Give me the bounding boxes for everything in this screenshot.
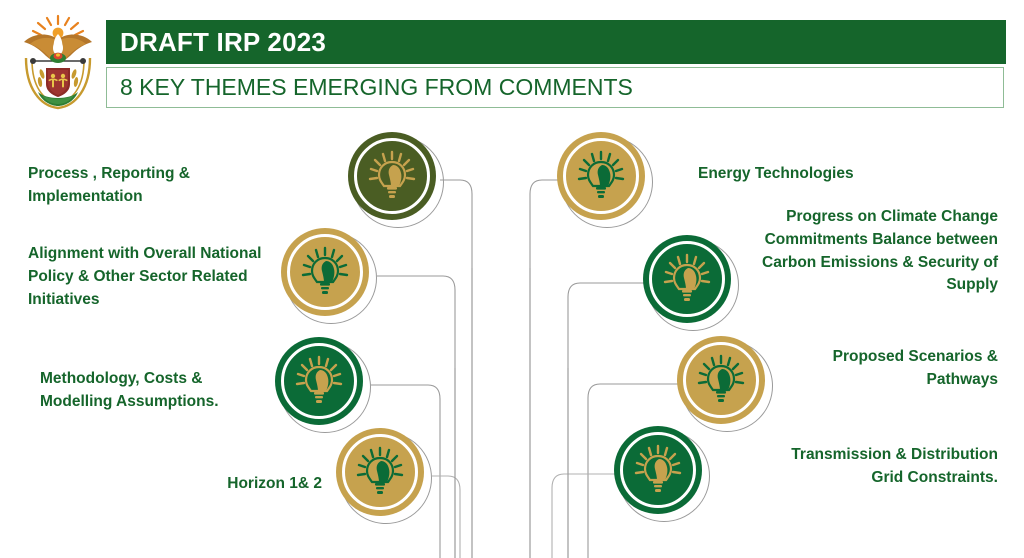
label-progress-climate-change: Progress on Climate Change Commitments B… <box>762 208 998 294</box>
connector-lines <box>371 179 681 558</box>
node-disc <box>643 235 731 323</box>
lightbulb-icon <box>577 150 625 198</box>
lightbulb-icon <box>301 246 349 294</box>
theme-node-energy-technologies[interactable] <box>557 132 653 228</box>
label-alignment-national-policy: Alignment with Overall National Policy &… <box>28 245 262 308</box>
label-transmission-distribution-grid: Transmission & Distribution Grid Constra… <box>791 446 998 486</box>
theme-node-alignment-policy[interactable] <box>281 228 377 324</box>
lightbulb-icon <box>634 444 682 492</box>
lightbulb-icon <box>663 253 711 301</box>
theme-node-process-reporting[interactable] <box>348 132 444 228</box>
lightbulb-icon <box>368 150 416 198</box>
theme-node-methodology-costs[interactable] <box>275 337 371 433</box>
south-african-coat-of-arms-icon <box>12 14 104 112</box>
node-disc <box>336 428 424 516</box>
node-inner-ring <box>563 138 639 214</box>
node-disc <box>275 337 363 425</box>
label-energy-technologies: Energy Technologies <box>698 165 854 182</box>
lightbulb-icon <box>697 354 745 402</box>
themes-diagram: Process , Reporting & Implementation Ali… <box>0 118 1024 558</box>
node-disc <box>348 132 436 220</box>
theme-node-horizon-1-2[interactable] <box>336 428 432 524</box>
theme-node-climate-change[interactable] <box>643 235 739 331</box>
page-subtitle: 8 KEY THEMES EMERGING FROM COMMENTS <box>120 74 633 100</box>
node-inner-ring <box>287 234 363 310</box>
lightbulb-icon <box>356 446 404 494</box>
node-inner-ring <box>354 138 430 214</box>
node-inner-ring <box>683 342 759 418</box>
label-proposed-scenarios-pathways: Proposed Scenarios & Pathways <box>832 348 998 388</box>
theme-node-proposed-scenarios[interactable] <box>677 336 773 432</box>
slide-header: DRAFT IRP 2023 8 KEY THEMES EMERGING FRO… <box>0 0 1024 118</box>
node-disc <box>281 228 369 316</box>
node-disc <box>614 426 702 514</box>
title-bar: DRAFT IRP 2023 <box>106 20 1006 64</box>
node-inner-ring <box>281 343 357 419</box>
label-methodology-costs-modelling: Methodology, Costs & Modelling Assumptio… <box>40 370 219 410</box>
subtitle-bar: 8 KEY THEMES EMERGING FROM COMMENTS <box>106 67 1004 108</box>
lightbulb-icon <box>295 355 343 403</box>
label-process-reporting-implementation: Process , Reporting & Implementation <box>28 165 190 205</box>
theme-node-transmission-grid[interactable] <box>614 426 710 522</box>
node-inner-ring <box>342 434 418 510</box>
page-title: DRAFT IRP 2023 <box>120 26 327 57</box>
node-disc <box>677 336 765 424</box>
label-horizon-1-2: Horizon 1& 2 <box>227 475 322 492</box>
node-disc <box>557 132 645 220</box>
node-inner-ring <box>620 432 696 508</box>
node-inner-ring <box>649 241 725 317</box>
